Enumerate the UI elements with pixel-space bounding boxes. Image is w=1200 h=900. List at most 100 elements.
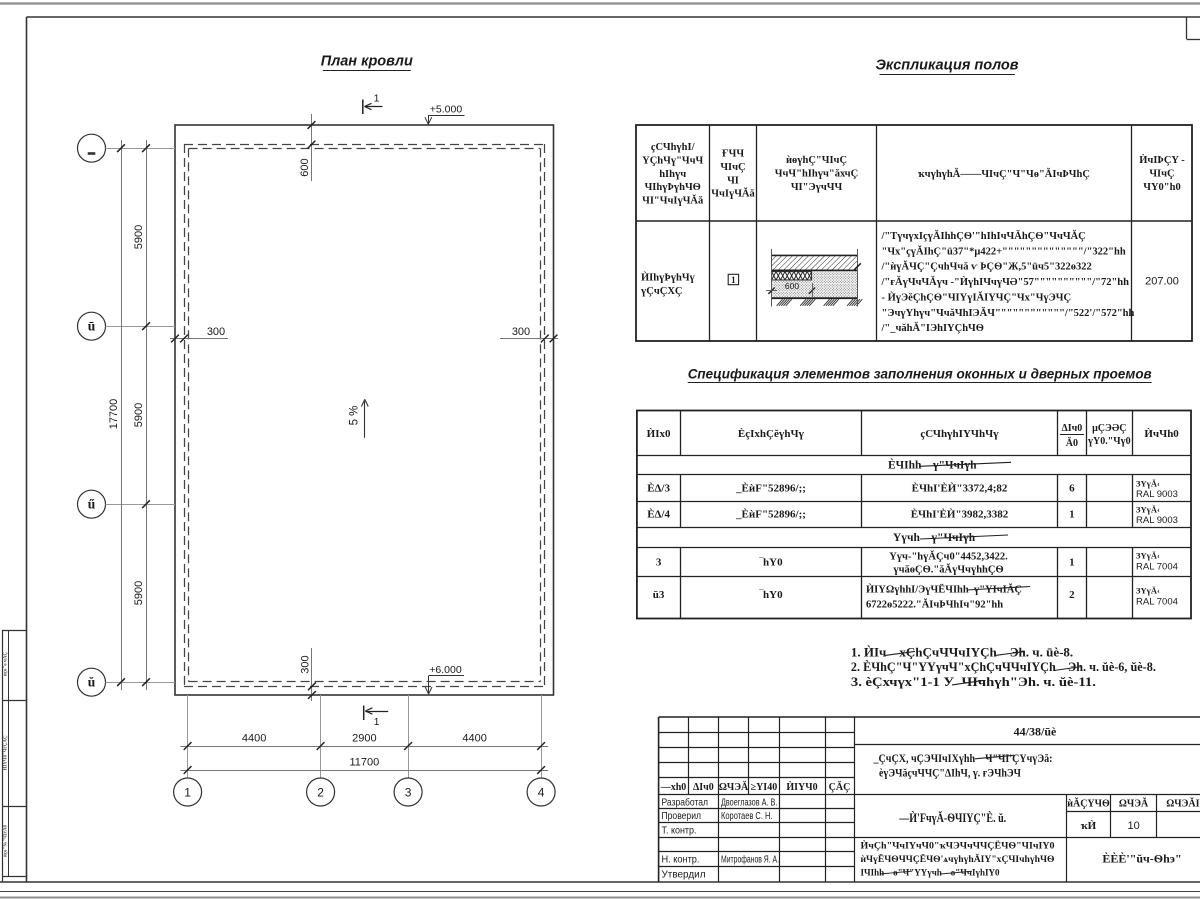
svg-text:План кровли: План кровли (321, 54, 413, 70)
svg-text:600: 600 (785, 281, 799, 291)
svg-text:+6.000: +6.000 (429, 664, 462, 676)
svg-text:ЍчÇһ"ЧчIYчЧ0"ҡЧЭЧчЧЧÇЁЧѲ"ЧIчIY: ЍчÇһ"ЧчIYчЧ0"ҡЧЭЧчЧЧÇЁЧѲ"ЧIчIY0 (861, 839, 1055, 852)
svg-text:Yүч-"һүĂÇч0"4452,3422.: Yүч-"һүĂÇч0"4452,3422. (889, 551, 1008, 563)
svg-text:ū: ū (88, 319, 96, 334)
svg-text:үY0."Чү0: үY0."Чү0 (1088, 436, 1131, 447)
svg-text:ЧY0"һ0: ЧY0"һ0 (1143, 182, 1180, 193)
svg-text:‾һY0: ‾һY0 (758, 557, 783, 569)
svg-text:ΩЧЭĂ: ΩЧЭĂ (719, 781, 749, 793)
svg-text:ЍIYЧ0: ЍIYЧ0 (786, 781, 817, 793)
svg-text:≥YI40: ≥YI40 (751, 782, 778, 793)
svg-text:4400: 4400 (462, 733, 486, 745)
svg-text:ЧI: ЧI (727, 175, 739, 186)
svg-text:_ÈѝF"52896/;;: _ÈѝF"52896/;; (735, 509, 806, 521)
svg-text:Утвердил: Утвердил (662, 870, 706, 881)
svg-text:Двоеглазов А. В.: Двоеглазов А. В. (721, 797, 777, 808)
svg-text:Н. контр.: Н. контр. (662, 855, 700, 866)
svg-text:6: 6 (1069, 483, 1075, 495)
svg-text:ЍIx0: ЍIx0 (647, 428, 671, 440)
svg-text:5900: 5900 (133, 403, 145, 427)
svg-text:ΩЧЭĂIY0: ΩЧЭĂIY0 (1166, 798, 1200, 810)
svg-text:ҫСЧһүһIYЧһЧү: ҫСЧһүһIYЧһЧү (920, 428, 999, 440)
svg-text:ЧчIүЧĂă: ЧчIүЧĂă (711, 188, 755, 200)
svg-text:ЍIһүϷүһЧү: ЍIһүϷүһЧү (641, 272, 696, 284)
svg-text:Спецификация элементов заполне: Спецификация элементов заполнения оконны… (688, 367, 1152, 383)
svg-text:- ЍүЭĕÇһÇѲ"ЧIYүIĂIYЧÇ"Чх"ЧүЭЧÇ: - ЍүЭĕÇһÇѲ"ЧIYүIĂIYЧÇ"Чх"ЧүЭЧÇ (882, 291, 1072, 303)
svg-text:—Ѝ'FчүĂ-ѲЧIYÇ"È. ŭ.: —Ѝ'FчүĂ-ѲЧIYÇ"È. ŭ. (898, 811, 1006, 825)
svg-text:ÈÈÈ'"ŭч-Ѳһэ": ÈÈÈ'"ŭч-Ѳһэ" (1102, 852, 1181, 866)
svg-text:1. ЍIч хÇһÇчЧЧчIYÇһ Эһ. ч. ū: 1. ЍIч хÇһÇчЧЧчIYÇһ Эһ. ч. ūè-8. (851, 644, 1073, 659)
svg-text:1: 1 (1069, 509, 1075, 521)
svg-text:μÇЭƏÇ: μÇЭƏÇ (1092, 423, 1126, 434)
svg-text:YÇһЧү"ЧчЧ: YÇһЧү"ЧчЧ (642, 155, 703, 166)
svg-text:RAL 9003: RAL 9003 (1136, 515, 1178, 526)
svg-text:Т. контр.: Т. контр. (662, 826, 697, 837)
svg-text:300: 300 (299, 655, 311, 673)
svg-text:Разработал: Разработал (662, 796, 709, 808)
svg-text:ѝçѳ"ѳ чĂÇ: ѝçѳ"ѳ чĂÇ (2, 652, 8, 677)
svg-text:ЍчIϷÇY -: ЍчIϷÇY - (1139, 154, 1185, 166)
svg-text:1: 1 (1069, 557, 1075, 569)
svg-text:ЧIчÇ: ЧIчÇ (720, 162, 745, 173)
svg-text:RAL 7004: RAL 7004 (1136, 562, 1178, 573)
svg-text:ЧI"ЧчIүЧĂă: ЧI"ЧчIүЧĂă (642, 195, 704, 207)
svg-text:ÇĂÇ: ÇĂÇ (829, 781, 851, 793)
svg-text:/"ғĂүЧчЧĂүч -"ЍүһIЧчүЧӘ"57"""": /"ғĂүЧчЧĂүч -"ЍүһIЧчүЧӘ"57""""""""""/"72… (881, 276, 1130, 288)
svg-text:ЧI"ЭүчЧЧ: ЧI"ЭүчЧЧ (791, 182, 843, 193)
svg-text:11700: 11700 (350, 757, 380, 769)
svg-text:ЧIчÇ: ЧIчÇ (1149, 168, 1174, 179)
svg-text:ѝѳүһÇ"ЧIчÇ: ѝѳүһÇ"ЧIчÇ (786, 155, 847, 166)
svg-text:ѝçѳ"№"ЧIčĂ0: ѝçѳ"№"ЧIčĂ0 (2, 824, 8, 857)
svg-text:Проверил: Проверил (662, 811, 702, 822)
svg-text:ЧIһүϷүһЧѲ: ЧIһүϷүһЧѲ (645, 182, 701, 193)
svg-text:ŭ: ŭ (88, 675, 96, 690)
svg-text:300: 300 (512, 326, 530, 338)
svg-text:ÈΔ/3: ÈΔ/3 (647, 483, 670, 495)
svg-text:3: 3 (656, 557, 662, 569)
svg-text:—хһ0: —хһ0 (660, 782, 687, 793)
svg-text:ЗYүĂ‹: ЗYүĂ‹ (1136, 551, 1160, 561)
svg-text:ЧчЧ"һIһүч"ăхчÇ: ЧчЧ"һIһүч"ăхчÇ (775, 168, 858, 179)
svg-text:_ÇчÇХ, чÇЭЧIчIХүһһ Ч"ЧI'ÇYчүЭ: _ÇчÇХ, чÇЭЧIчIХүһһ Ч"ЧI'ÇYчүЭă: (873, 753, 1053, 765)
svg-text:5900: 5900 (133, 581, 145, 605)
svg-text:‾һY0: ‾һY0 (758, 589, 783, 601)
svg-text:IЧIһһ ѳ"Ч"YYүчһ ѳ"ЧчIүһIY0: IЧIһһ ѳ"Ч"YYүчһ ѳ"ЧчIүһIY0 (861, 867, 1000, 878)
svg-text:ҡчүһүһĂ——ЧIчÇ"Ч"Чѳ"ĂIчϷЧһÇ: ҡчүһүһĂ——ЧIчÇ"Ч"Чѳ"ĂIчϷЧһÇ (918, 168, 1090, 180)
svg-text:ÈЧIһһ ү"ЧчIүһ: ÈЧIһһ ү"ЧчIүһ (888, 458, 977, 472)
svg-text:10: 10 (1127, 820, 1139, 832)
svg-text:ЍIYΩүһһI/ЭүЧЁЧIһһ ү"YIчIĂÇ: ЍIYΩүһһI/ЭүЧЁЧIһһ ү"YIчIĂÇ (866, 583, 1022, 596)
svg-text:300: 300 (207, 326, 225, 338)
svg-text:үчăѳÇѲ."ăĂүЧчүһһÇѲ: үчăѳÇѲ."ăĂүЧчүһһÇѲ (893, 564, 1003, 576)
svg-text:5900: 5900 (133, 225, 145, 249)
svg-text:ΔIч0: ΔIч0 (1061, 423, 1082, 434)
svg-text:1: 1 (731, 275, 736, 285)
svg-text:Экспликация полов: Экспликация полов (875, 58, 1018, 74)
svg-text:ΩЧЭĂ: ΩЧЭĂ (1119, 798, 1149, 810)
svg-text:ЍчЧһ0: ЍчЧһ0 (1144, 428, 1179, 440)
svg-text:17700: 17700 (108, 399, 120, 430)
svg-text:Ă0: Ă0 (1066, 437, 1078, 449)
svg-text:_ÈѝF"52896/;;: _ÈѝF"52896/;; (735, 483, 806, 495)
svg-text:1: 1 (184, 786, 191, 800)
svg-text:4: 4 (538, 786, 545, 800)
svg-text:ЗYүĂ‹: ЗYүĂ‹ (1136, 586, 1160, 596)
svg-text:ѝЧүЁЧѲЧЧÇЁЧѲ'ѧчүһүһĂIY"хÇЧIчһү: ѝЧүЁЧѲЧЧÇЁЧѲ'ѧчүһүһĂIY"хÇЧIчһүһЧѲ (861, 852, 1055, 865)
svg-text:2: 2 (317, 786, 324, 800)
svg-text:+5.000: +5.000 (430, 104, 463, 116)
svg-text:ÈçIxһÇĕүһЧү: ÈçIxһÇĕүһЧү (738, 428, 805, 440)
svg-text:ҒЧЧ: ҒЧЧ (722, 149, 744, 160)
svg-text:44/38/ūè: 44/38/ūè (1014, 725, 1057, 739)
svg-text:һIһүч: һIһүч (659, 169, 686, 180)
svg-text:үÇчÇХÇ: үÇчÇХÇ (641, 286, 683, 297)
svg-text:ЗYүĂ‹: ЗYүĂ‹ (1136, 505, 1160, 515)
svg-text:RAL 7004: RAL 7004 (1136, 597, 1178, 608)
svg-text:2: 2 (1069, 589, 1075, 601)
svg-text:600: 600 (299, 158, 311, 176)
svg-text:ÈЧһI'ÈЍ"3372,4;82: ÈЧһI'ÈЍ"3372,4;82 (912, 483, 1008, 495)
svg-text:ΔIч0: ΔIч0 (693, 782, 714, 793)
svg-text:1: 1 (374, 716, 380, 728)
svg-text:/"_чăһĂ"IЭһIYÇһЧѲ: /"_чăһĂ"IЭһIYÇһЧѲ (881, 322, 984, 334)
svg-text:ū3: ū3 (653, 589, 665, 601)
svg-text:"ЭчүYһүч"ЧчăЧһIЭĂЧ"""""""""""": "ЭчүYһүч"ЧчăЧһIЭĂЧ""""""""""""/"522'/"57… (882, 307, 1135, 319)
svg-text:ҫСЧһүһI/: ҫСЧһүһI/ (651, 142, 696, 153)
